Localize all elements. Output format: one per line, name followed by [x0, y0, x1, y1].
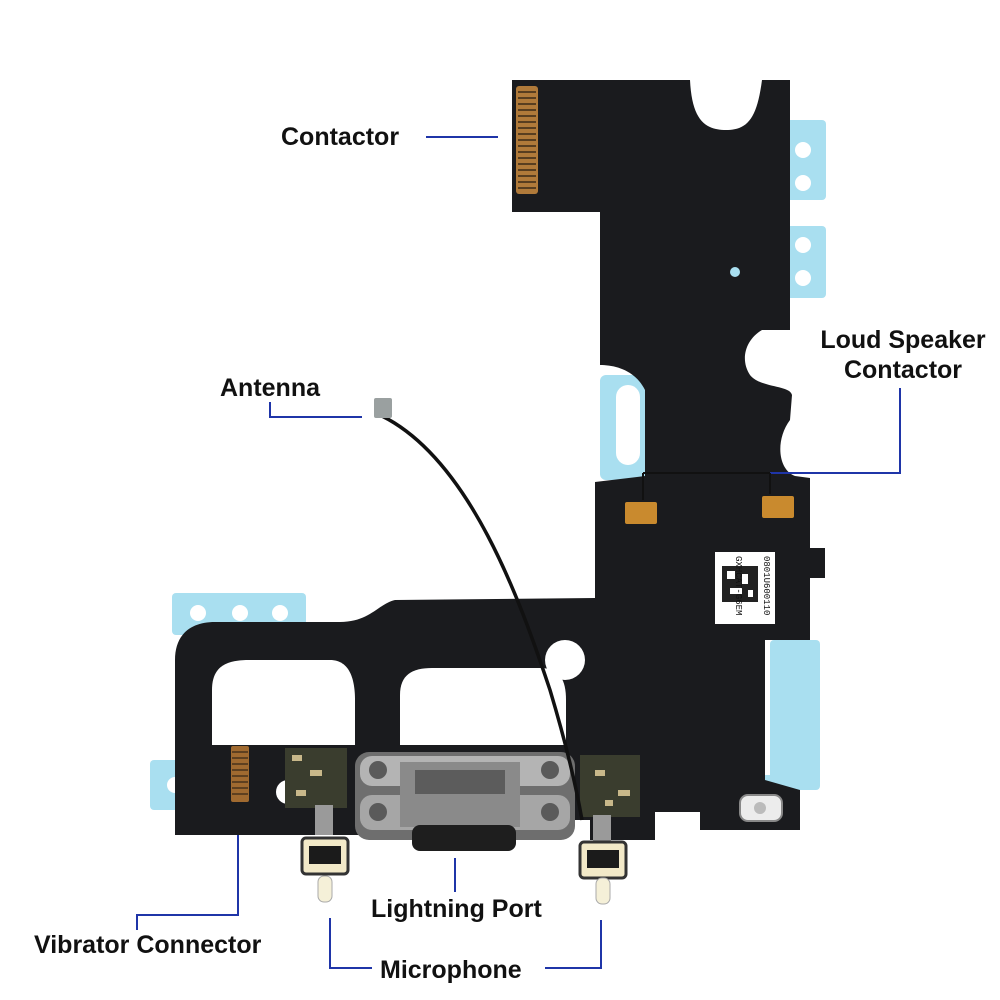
barcode-sticker: GXHCAT-G6EM 0801U600110 — [715, 548, 825, 624]
label-lightning-port: Lightning Port — [371, 895, 542, 923]
label-contactor: Contactor — [281, 123, 400, 151]
board-part-code: GXHCAT-G6EM — [733, 556, 743, 615]
leader-lines — [136, 136, 901, 969]
top-contactor-connector — [516, 86, 538, 194]
lightning-port — [355, 752, 575, 851]
board-serial: 0801U600110 — [761, 556, 771, 615]
label-vibrator-connector: Vibrator Connector — [34, 931, 262, 959]
stiffener-holes — [167, 142, 811, 793]
antenna-cable — [374, 398, 584, 821]
microphone-left — [300, 805, 350, 903]
label-loud-speaker-line2: Contactor — [843, 356, 963, 384]
label-antenna: Antenna — [220, 374, 320, 402]
loud-speaker-pads — [625, 496, 794, 524]
smd-components — [285, 748, 640, 817]
flex-board — [175, 80, 810, 840]
metal-tab — [739, 794, 783, 822]
microphone-right — [578, 815, 628, 905]
label-loud-speaker-line1: Loud Speaker — [820, 326, 986, 354]
vibrator-connector — [231, 746, 249, 802]
board-cutouts — [212, 385, 640, 804]
label-loud-speaker-contactor: Loud Speaker Contactor — [811, 325, 995, 385]
label-microphone: Microphone — [380, 956, 522, 984]
